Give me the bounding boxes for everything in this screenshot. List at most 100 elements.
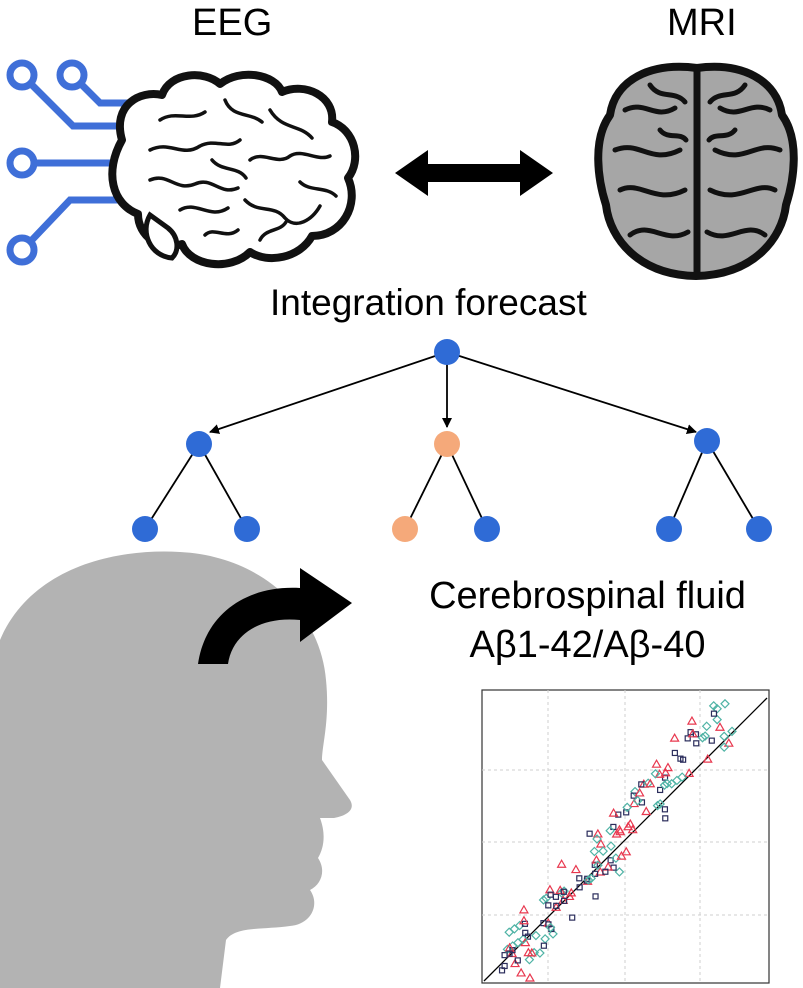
brain-mri-icon	[594, 62, 798, 280]
scatter-triangle-marker	[621, 846, 632, 856]
scatter-triangle-marker	[592, 828, 603, 838]
scatter-square-marker	[591, 861, 598, 868]
integration-forecast-label: Integration forecast	[270, 282, 587, 323]
tree-leaf	[392, 516, 418, 542]
scatter-diamond-marker	[622, 802, 633, 813]
scatter-diamond-marker	[712, 714, 723, 725]
scatter-square-marker	[514, 957, 521, 964]
scatter-diamond-marker	[583, 875, 594, 885]
brain-outline-icon	[108, 70, 360, 269]
tree-leaf	[656, 516, 682, 542]
scatter-triangle-marker	[634, 787, 645, 797]
head-silhouette-icon	[0, 551, 352, 988]
tree-leaf	[746, 516, 772, 542]
scatter-triangle-marker	[518, 915, 529, 925]
scatter-diagonal	[483, 697, 768, 982]
scatter-diamond-marker	[650, 768, 661, 779]
scatter-square-marker	[576, 884, 583, 891]
scatter-diamond-marker	[701, 721, 712, 732]
scatter-square-marker	[677, 755, 684, 762]
scatter-square-marker	[657, 786, 664, 794]
scatter-square-marker	[684, 735, 691, 742]
scatter-triangle-marker	[526, 947, 537, 957]
scatter-square-marker	[693, 740, 700, 747]
scatter-diamond-marker	[524, 954, 535, 965]
scatter-square-marker	[638, 781, 645, 788]
scatter-triangle-marker	[651, 758, 662, 768]
scatter-triangle-marker	[687, 728, 698, 738]
scatter-square-marker	[560, 888, 567, 895]
scatter-triangle-marker	[595, 866, 606, 876]
scatter-triangle-marker	[608, 807, 619, 817]
scatter-triangle-marker	[570, 864, 581, 874]
scatter-square-marker	[561, 897, 568, 904]
scatter-square-marker	[708, 737, 715, 744]
scatter-triangle-marker	[520, 937, 531, 947]
scatter-triangle-marker	[654, 769, 665, 778]
scatter-diamond-marker	[697, 732, 708, 743]
csf-label-line2: Aβ1-42/Aβ-40	[469, 624, 706, 666]
scatter-diamond-marker	[720, 698, 730, 709]
scatter-square-marker	[553, 902, 560, 909]
scatter-square-marker	[506, 950, 513, 957]
scatter-triangle-marker	[645, 778, 656, 788]
scatter-triangle-marker	[714, 722, 725, 731]
scatter-triangle-marker	[660, 767, 671, 777]
scatter-diamond-marker	[719, 742, 730, 753]
scatter-points	[498, 698, 737, 982]
tree-diagram	[132, 339, 772, 542]
scatter-triangle-marker	[723, 737, 734, 747]
scatter-diamond-marker	[592, 834, 602, 844]
scatter-diamond-marker	[556, 887, 567, 898]
scatter-diamond-marker	[708, 700, 719, 711]
circuit-icon	[6, 59, 136, 266]
scatter-diamond-marker	[662, 778, 672, 789]
scatter-triangle-marker	[702, 753, 713, 763]
scatter-triangle-marker	[566, 887, 577, 897]
tree-node-middle	[434, 431, 460, 457]
scatter-diamond-marker	[659, 780, 670, 791]
scatter-triangle-marker	[662, 762, 673, 772]
scatter-diamond-marker	[545, 922, 556, 933]
scatter-diamond-marker	[598, 846, 608, 856]
scatter-triangle-marker	[614, 824, 625, 834]
scatter-diamond-marker	[652, 800, 663, 811]
scatter-diamond-marker	[535, 948, 545, 958]
scatter-square-marker	[710, 710, 718, 717]
scatter-diamond-marker	[719, 731, 729, 742]
tree-leaf	[234, 516, 260, 542]
scatter-triangle-marker	[516, 967, 527, 977]
csf-label-line1: Cerebrospinal fluid	[429, 575, 746, 617]
scatter-triangle-marker	[616, 850, 627, 860]
csf-label: Cerebrospinal fluid Aβ1-42/Aβ-40	[380, 572, 795, 670]
scatter-triangle-marker	[556, 859, 567, 868]
scatter-diamond-marker	[548, 929, 558, 939]
tree-root-node	[434, 339, 460, 365]
scatter-triangle-marker	[669, 732, 680, 742]
scatter-square-marker	[607, 857, 614, 864]
scatter-square-marker	[602, 868, 609, 875]
scatter-diamond-marker	[614, 867, 625, 877]
scatter-square-marker	[545, 902, 552, 909]
scatter-diamond-marker	[606, 841, 616, 851]
tree-leaf	[474, 516, 500, 542]
scatter-diamond-marker	[593, 860, 603, 871]
scatter-square-marker	[661, 806, 669, 813]
scatter-square-marker	[615, 811, 622, 818]
scatter-diamond-marker	[677, 772, 688, 782]
scatter-diamond-marker	[727, 726, 737, 737]
double-arrow-icon	[395, 150, 553, 196]
scatter-triangle-marker	[623, 821, 634, 831]
scatter-square-marker	[569, 914, 576, 921]
scatter-diamond-marker	[586, 873, 596, 884]
scatter-triangle-marker	[686, 715, 697, 725]
scatter-square-marker	[501, 962, 508, 970]
scatter-square-marker	[540, 942, 547, 949]
scatter-diamond-marker	[630, 786, 640, 797]
mri-label: MRI	[667, 2, 737, 44]
scatter-diamond-marker	[712, 703, 722, 714]
scatter-diamond-marker	[531, 930, 541, 941]
scatter-square-marker	[522, 929, 529, 936]
scatter-plot	[481, 689, 770, 984]
